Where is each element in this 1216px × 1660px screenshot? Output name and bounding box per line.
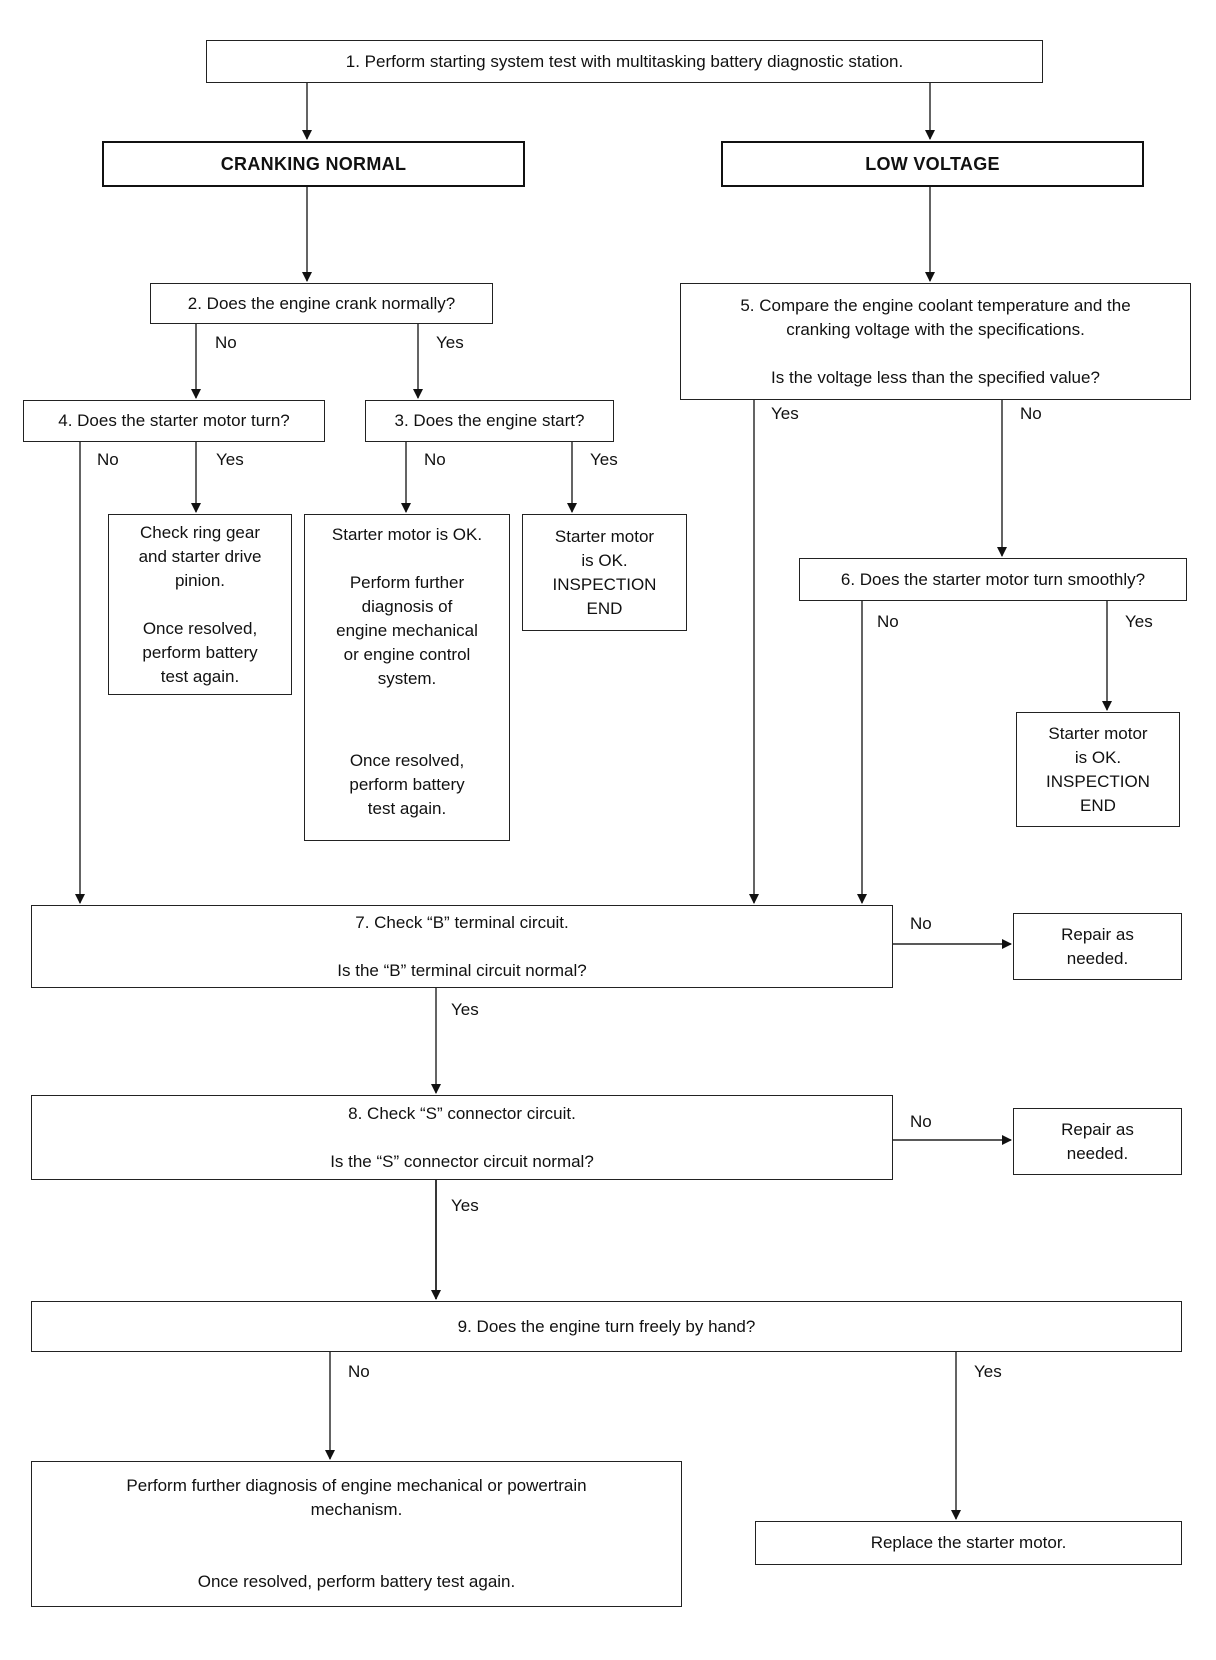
- inspection-end-b-line-2: is OK.: [1074, 747, 1122, 767]
- further-diag-resolved-2: perform battery: [349, 775, 465, 794]
- step-9-text: 9. Does the engine turn freely by hand?: [457, 1316, 756, 1336]
- step-6-no-label: No: [877, 612, 899, 631]
- step-2-box: 2. Does the engine crank normally?: [150, 283, 493, 324]
- step-8-question: Is the “S” connector circuit normal?: [330, 1151, 594, 1171]
- step-7-no-label: No: [910, 914, 932, 933]
- step-8-yes-label: Yes: [451, 1196, 479, 1215]
- step-8-box: 8. Check “S” connector circuit. Is the “…: [31, 1095, 893, 1180]
- powertrain-line-1: Perform further diagnosis of engine mech…: [126, 1476, 587, 1495]
- repair-b-line-2: needed.: [1066, 948, 1129, 968]
- step-3-box: 3. Does the engine start?: [365, 400, 614, 442]
- step-6-box: 6. Does the starter motor turn smoothly?: [799, 558, 1187, 601]
- step-9-no-label: No: [348, 1362, 370, 1381]
- step-5-yes-label: Yes: [771, 404, 799, 423]
- further-diag-line-4: or engine control: [343, 645, 471, 664]
- step-6-text: 6. Does the starter motor turn smoothly?: [840, 569, 1146, 589]
- cranking-normal-box: CRANKING NORMAL: [102, 141, 525, 187]
- inspection-end-a-line-2: is OK.: [581, 550, 628, 570]
- step-4-box: 4. Does the starter motor turn?: [23, 400, 325, 442]
- powertrain-box: Perform further diagnosis of engine mech…: [31, 1461, 682, 1607]
- low-voltage-text: LOW VOLTAGE: [865, 154, 1000, 174]
- step-5-line-1: 5. Compare the engine coolant temperatur…: [740, 295, 1131, 315]
- step-1-text: 1. Perform starting system test with mul…: [345, 51, 904, 71]
- inspection-end-b-line-4: END: [1080, 795, 1116, 815]
- ring-gear-line-1: Check ring gear: [139, 522, 260, 542]
- inspection-end-a-line-4: END: [586, 598, 623, 618]
- inspection-end-b-line-3: INSPECTION: [1046, 771, 1150, 791]
- step-7-yes-label: Yes: [451, 1000, 479, 1019]
- step-2-text: 2. Does the engine crank normally?: [187, 293, 456, 313]
- low-voltage-box: LOW VOLTAGE: [721, 141, 1144, 187]
- ring-gear-line-3: pinion.: [174, 570, 226, 590]
- further-diag-line-3: engine mechanical: [336, 621, 478, 640]
- replace-starter-text: Replace the starter motor.: [870, 1533, 1067, 1552]
- step-7-question: Is the “B” terminal circuit normal?: [337, 960, 587, 980]
- ring-gear-resolved-2: perform battery: [142, 642, 258, 662]
- step-5-box: 5. Compare the engine coolant temperatur…: [680, 283, 1191, 400]
- further-diag-line-5: system.: [377, 669, 437, 688]
- ring-gear-line-2: and starter drive: [138, 546, 262, 566]
- step-2-no-label: No: [215, 333, 237, 352]
- step-8-title: 8. Check “S” connector circuit.: [348, 1103, 576, 1123]
- step-9-yes-label: Yes: [974, 1362, 1002, 1381]
- powertrain-resolved: Once resolved, perform battery test agai…: [197, 1572, 516, 1591]
- step-4-yes-label: Yes: [216, 450, 244, 469]
- step-3-text: 3. Does the engine start?: [394, 411, 585, 430]
- further-diag-resolved-1: Once resolved,: [349, 751, 465, 770]
- repair-s-line-2: needed.: [1066, 1143, 1129, 1163]
- inspection-end-a-line-1: Starter motor: [554, 526, 655, 546]
- step-1-box: 1. Perform starting system test with mul…: [206, 40, 1043, 83]
- repair-box-b: Repair as needed.: [1013, 913, 1182, 980]
- further-diag-line-2: diagnosis of: [361, 597, 453, 616]
- step-5-no-label: No: [1020, 404, 1042, 423]
- step-4-no-label: No: [97, 450, 119, 469]
- step-7-title: 7. Check “B” terminal circuit.: [355, 912, 569, 932]
- replace-starter-box: Replace the starter motor.: [755, 1521, 1182, 1565]
- step-2-yes-label: Yes: [436, 333, 464, 352]
- step-9-box: 9. Does the engine turn freely by hand?: [31, 1301, 1182, 1352]
- inspection-end-box-b: Starter motor is OK. INSPECTION END: [1016, 712, 1180, 827]
- further-diag-resolved-3: test again.: [367, 799, 447, 818]
- starter-ok-line: Starter motor is OK.: [331, 525, 483, 544]
- step-7-box: 7. Check “B” terminal circuit. Is the “B…: [31, 905, 893, 988]
- inspection-end-b-line-1: Starter motor: [1048, 723, 1148, 743]
- ring-gear-resolved-1: Once resolved,: [142, 618, 258, 638]
- step-5-question: Is the voltage less than the specified v…: [771, 367, 1100, 387]
- step-8-no-label: No: [910, 1112, 932, 1131]
- step-6-yes-label: Yes: [1125, 612, 1153, 631]
- step-3-yes-label: Yes: [590, 450, 618, 469]
- step-5-line-2: cranking voltage with the specifications…: [786, 319, 1085, 339]
- step-3-no-label: No: [424, 450, 446, 469]
- inspection-end-a-line-3: INSPECTION: [552, 574, 657, 594]
- step-4-text: 4. Does the starter motor turn?: [58, 411, 290, 430]
- further-diag-line-1: Perform further: [349, 573, 465, 592]
- cranking-normal-text: CRANKING NORMAL: [220, 154, 407, 174]
- ring-gear-box: Check ring gear and starter drive pinion…: [108, 514, 292, 695]
- further-diagnosis-box: Starter motor is OK. Perform further dia…: [304, 514, 510, 841]
- inspection-end-box-a: Starter motor is OK. INSPECTION END: [522, 514, 687, 631]
- ring-gear-resolved-3: test again.: [160, 666, 240, 686]
- repair-b-line-1: Repair as: [1061, 924, 1134, 944]
- powertrain-line-2: mechanism.: [310, 1500, 403, 1519]
- repair-s-line-1: Repair as: [1061, 1119, 1134, 1139]
- repair-box-s: Repair as needed.: [1013, 1108, 1182, 1175]
